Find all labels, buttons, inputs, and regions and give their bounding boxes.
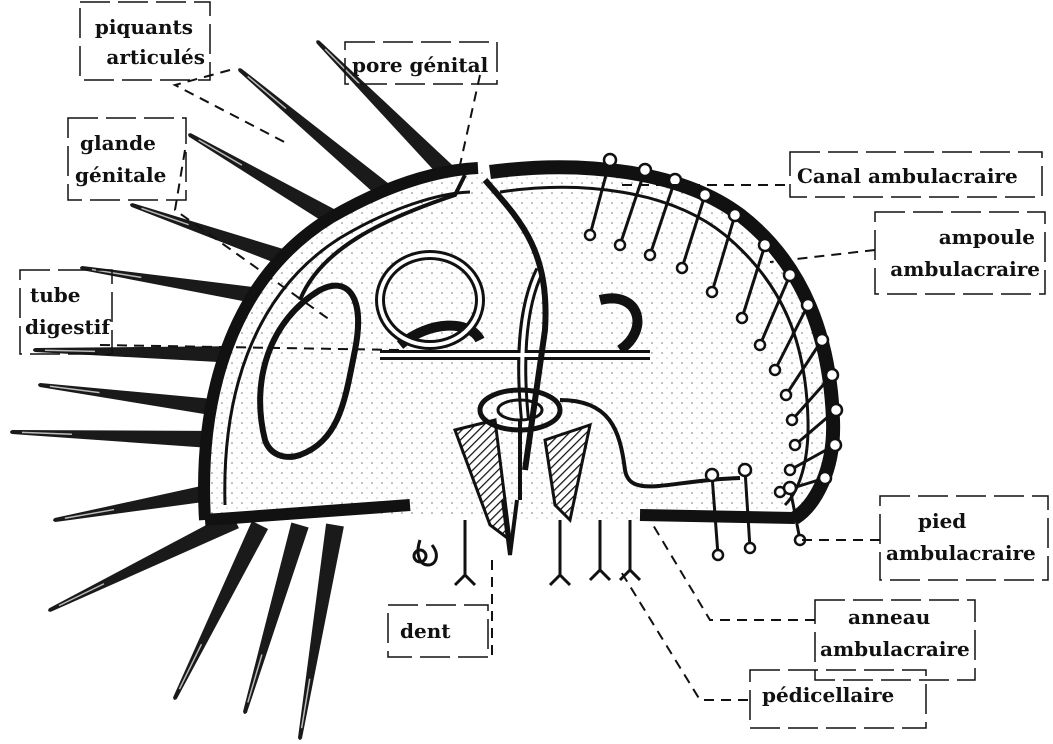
leader-piquants — [175, 70, 290, 145]
ampulla — [790, 440, 800, 450]
label-glande-1: glande — [80, 131, 156, 155]
ampulla — [585, 230, 595, 240]
oral-tube-feet — [414, 540, 436, 565]
ampulla — [707, 287, 717, 297]
tube-foot-tip — [759, 239, 771, 251]
leader-pore — [460, 75, 480, 165]
tube-foot-tip — [729, 209, 741, 221]
ampulla — [737, 313, 747, 323]
ampulla — [781, 390, 791, 400]
label-piquants-1: piquants — [95, 15, 193, 39]
tube-foot-tip — [706, 469, 718, 481]
label-dent: dent — [400, 619, 451, 643]
label-ampoule-1: ampoule — [939, 225, 1035, 249]
ampulla — [745, 543, 755, 553]
tube-foot-tip — [829, 439, 841, 451]
leader-pedicellaire — [620, 570, 748, 700]
ampulla — [755, 340, 765, 350]
tube-foot-tip — [826, 369, 838, 381]
label-tube-2: digestif — [25, 315, 111, 339]
spine-highlight — [248, 654, 262, 702]
leader-anneau — [650, 520, 815, 620]
tube-foot-tip — [802, 299, 814, 311]
spine-highlight — [141, 208, 188, 224]
tube-foot-tip — [699, 189, 711, 201]
pedicellariae — [455, 520, 640, 585]
label-pied-2: ambulacraire — [886, 541, 1036, 565]
label-anneau-2: ambulacraire — [820, 637, 970, 661]
ampulla — [770, 365, 780, 375]
ampulla — [713, 550, 723, 560]
tube-foot-tip — [784, 269, 796, 281]
label-tube-1: tube — [30, 283, 81, 307]
spine-highlight — [248, 76, 286, 108]
label-pedicellaire: pédicellaire — [762, 683, 894, 707]
label-canal: Canal ambulacraire — [797, 164, 1018, 188]
label-pied-1: pied — [918, 509, 966, 533]
tube-foot-tip — [639, 164, 651, 176]
label-anneau-1: anneau — [848, 605, 930, 629]
ampulla — [785, 465, 795, 475]
ampulla — [677, 263, 687, 273]
tube-foot-tip — [816, 334, 828, 346]
ampulla — [645, 250, 655, 260]
tube-foot-tip — [739, 464, 751, 476]
label-piquants-2: articulés — [106, 45, 205, 69]
ampulla — [615, 240, 625, 250]
tube-foot-tip — [830, 404, 842, 416]
label-glande-2: génitale — [75, 163, 166, 187]
tube-foot-tip — [819, 472, 831, 484]
spine-highlight — [179, 644, 201, 689]
label-ampoule-2: ambulacraire — [890, 257, 1040, 281]
tube-foot-tip — [604, 154, 616, 166]
label-pore-genital: pore génital — [352, 53, 489, 77]
spine-highlight — [59, 584, 104, 606]
tube-foot-tip — [784, 482, 796, 494]
ampulla — [787, 415, 797, 425]
spine-highlight — [199, 140, 242, 165]
